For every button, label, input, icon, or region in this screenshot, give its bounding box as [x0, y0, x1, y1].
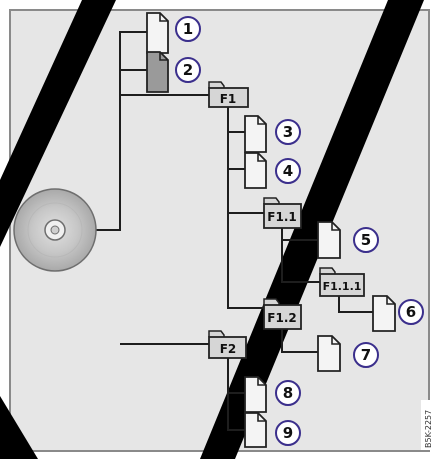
- cd-disc-icon: [14, 189, 96, 271]
- file-icon: [245, 413, 266, 447]
- file-number-badge: 2: [176, 58, 200, 82]
- file-number-badge: 7: [354, 343, 378, 367]
- file-number-3: 3: [283, 123, 293, 141]
- file-number-badge: 1: [176, 17, 200, 41]
- file-number-5: 5: [361, 231, 371, 249]
- file-number-badge: 6: [399, 300, 423, 324]
- file-number-badge: 4: [276, 159, 300, 183]
- file-number-9: 9: [283, 424, 293, 442]
- file-icon: [318, 336, 340, 371]
- file-number-badge: 3: [276, 120, 300, 144]
- file-icon: [245, 116, 266, 152]
- figure-code-text: B5K-2257: [424, 410, 433, 448]
- file-number-badge: 9: [276, 421, 300, 445]
- folder-label-f1-2: F1.2: [267, 311, 296, 325]
- file-icon: [147, 52, 168, 92]
- file-number-8: 8: [283, 384, 293, 402]
- file-number-4: 4: [283, 162, 293, 180]
- file-icon: [318, 222, 340, 258]
- figure-code: B5K-2257: [421, 400, 433, 450]
- file-number-badge: 8: [276, 381, 300, 405]
- file-number-7: 7: [361, 346, 371, 364]
- file-number-1: 1: [183, 20, 193, 38]
- folder-label-f1-1-1: F1.1.1: [323, 280, 362, 293]
- folder-label-f2: F2: [220, 342, 237, 356]
- file-number-6: 6: [406, 303, 416, 321]
- file-icon: [245, 153, 266, 188]
- file-icon: [245, 377, 266, 412]
- file-icon: [373, 296, 395, 331]
- file-icon: [147, 13, 168, 53]
- file-number-2: 2: [183, 61, 193, 79]
- folder-label-f1-1: F1.1: [267, 210, 296, 224]
- folder-label-f1: F1: [220, 92, 237, 106]
- file-number-badge: 5: [354, 228, 378, 252]
